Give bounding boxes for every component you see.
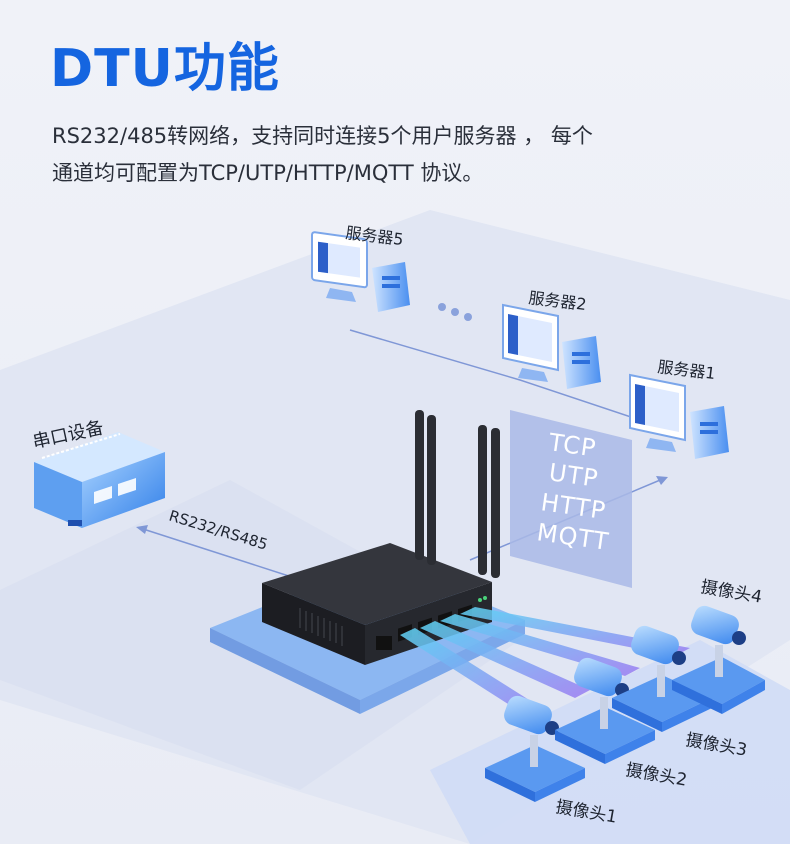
protocol-panel — [510, 410, 632, 588]
status-led — [478, 598, 482, 602]
server-5 — [311, 231, 410, 312]
camera-1 — [485, 695, 585, 802]
antenna-icon — [478, 425, 487, 575]
status-led — [483, 596, 487, 600]
description-line-2: 通道均可配置为TCP/UTP/HTTP/MQTT 协议。 — [52, 161, 484, 185]
serial-arrow-icon — [136, 525, 148, 534]
ellipsis-dot — [438, 303, 446, 311]
camera-icon — [691, 605, 739, 645]
camera-4 — [672, 605, 765, 714]
serial-device — [34, 432, 165, 528]
ellipsis-dot — [451, 308, 459, 316]
server-1 — [629, 373, 729, 459]
camera-icon — [504, 695, 552, 735]
antenna-icon — [415, 410, 424, 560]
serial-link-line — [139, 527, 296, 579]
page-title: DTU功能 — [50, 39, 280, 99]
antenna-icon — [491, 428, 500, 578]
router-vents — [299, 608, 343, 646]
antennas — [415, 410, 500, 578]
camera-icon — [631, 625, 679, 665]
server-2 — [502, 303, 601, 389]
protocol-utp: UTP — [547, 458, 600, 493]
ethernet-port-icon — [376, 636, 392, 650]
antenna-icon — [427, 415, 436, 565]
protocol-arrow-icon — [656, 476, 668, 485]
protocol-tcp: TCP — [546, 428, 598, 462]
camera-icon — [574, 657, 622, 697]
server-link-line — [349, 329, 641, 421]
description-line-1: RS232/485转网络，支持同时连接5个用户服务器 ， 每个 — [52, 124, 593, 148]
ellipsis-dot — [464, 313, 472, 321]
page-description: RS232/485转网络，支持同时连接5个用户服务器 ， 每个 通道均可配置为T… — [52, 118, 702, 192]
